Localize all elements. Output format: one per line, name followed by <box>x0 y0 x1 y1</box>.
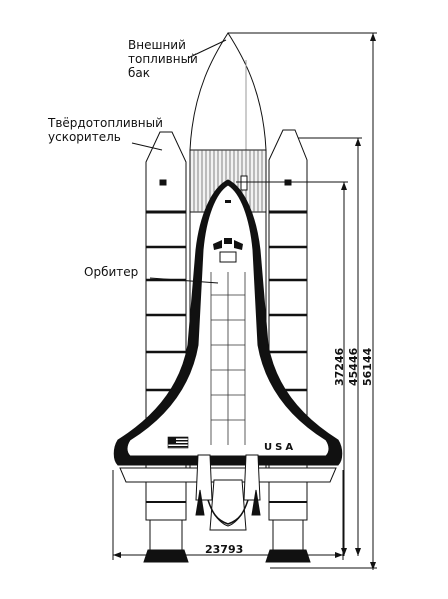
leader-lines <box>131 39 227 284</box>
label-srb-line2: ускоритель <box>48 130 121 144</box>
tank-leader-line <box>187 39 227 59</box>
dimension-arrows <box>113 33 376 570</box>
label-external-tank-line1: Внешний <box>128 38 186 52</box>
srb-leader-line <box>131 142 163 151</box>
right-srb <box>265 129 311 563</box>
label-srb-line1: Твёрдотопливный <box>47 116 163 130</box>
main-engines <box>195 454 261 531</box>
orbiter <box>113 179 343 531</box>
dimension-width-value: 23793 <box>205 543 243 556</box>
left-srb-nozzle <box>143 549 189 563</box>
dimension-lines <box>112 32 377 570</box>
cockpit-windows <box>213 238 243 250</box>
dimension-srb-height-value: 45446 <box>347 347 360 386</box>
orbiter-leader-line <box>149 277 219 284</box>
label-external-tank-line3: бак <box>128 66 150 80</box>
left-srb <box>143 131 189 563</box>
right-srb-nozzle <box>265 549 311 563</box>
us-flag-icon <box>167 436 189 449</box>
dimension-total-height-value: 56144 <box>361 347 374 386</box>
label-orbiter: Орбитер <box>84 265 138 279</box>
payload-bay <box>210 272 246 445</box>
dimension-orbiter-height-value: 37246 <box>333 347 346 386</box>
orbiter-usa-marking: USA <box>264 442 296 453</box>
label-external-tank-line2: топливный <box>128 52 198 66</box>
